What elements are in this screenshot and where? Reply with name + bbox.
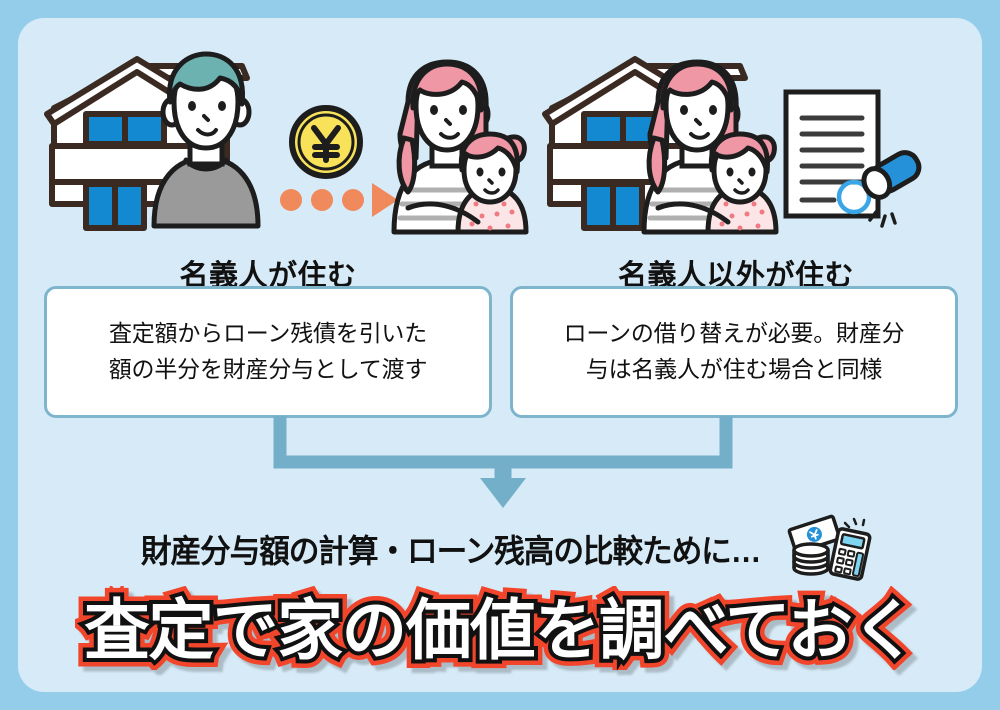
illustration-row	[18, 18, 982, 235]
info-line: 査定額からローン残債を引いた	[108, 320, 428, 347]
headline-wrap: 査定で家の価値を調べておく 査定で家の価値を調べておく 査定で家の価値を調べてお…	[18, 580, 982, 680]
info-box-left-text: 査定額からローン残債を引いた 額の半分を財産分与として渡す	[95, 316, 442, 387]
yen-coin-icon	[288, 104, 364, 180]
down-arrow-bracket-icon	[248, 416, 758, 508]
info-line: ローンの借り替えが必要。財産分	[563, 320, 905, 347]
woman-child-icon	[386, 59, 529, 235]
middle-caption-row: 財産分与額の計算・ローン残高の比較ために…	[18, 514, 982, 581]
dots-arrow-icon	[280, 181, 398, 217]
headline-text: 査定で家の価値を調べておく	[83, 593, 917, 667]
info-line: 与は名義人が住む場合と同様	[585, 356, 883, 382]
info-box-left: 査定額からローン残債を引いた 額の半分を財産分与として渡す	[44, 286, 492, 418]
middle-caption-text: 財産分与額の計算・ローン残高の比較ために…	[141, 533, 762, 569]
money-calculator-icon	[786, 514, 872, 581]
man-icon	[136, 51, 276, 229]
headline-inner-stroke: 査定で家の価値を調べておく	[80, 593, 921, 667]
info-line: 額の半分を財産分与として渡す	[108, 356, 428, 382]
document-stamp-icon	[778, 84, 928, 234]
woman-child-icon	[636, 59, 779, 235]
headline-outer-stroke: 査定で家の価値を調べておく	[76, 589, 926, 672]
info-box-right-text: ローンの借り替えが必要。財産分 与は名義人が住む場合と同様	[550, 316, 919, 387]
content-panel: 名義人が住む 名義人以外が住む 査定額からローン残債を引いた 額の半分を財産分与…	[18, 18, 982, 692]
info-box-right: ローンの借り替えが必要。財産分 与は名義人が住む場合と同様	[510, 286, 958, 418]
page-headline: 査定で家の価値を調べておく 査定で家の価値を調べておく 査定で家の価値を調べてお…	[76, 589, 926, 672]
